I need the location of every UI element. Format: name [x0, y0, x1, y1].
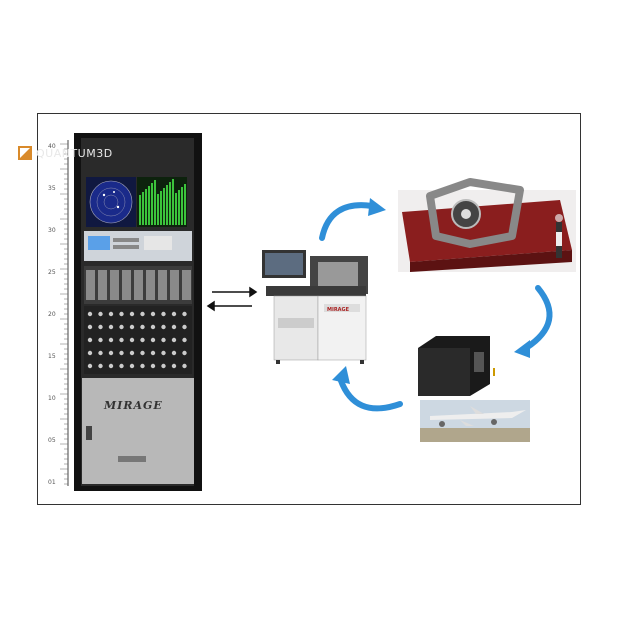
console-mirage-label: MIRAGE — [327, 307, 350, 313]
scale-label: 05 — [48, 437, 56, 444]
scale-label: 30 — [48, 227, 56, 234]
arrow-heads — [332, 198, 530, 384]
scale-label: 01 — [48, 479, 56, 486]
rack-height-scale: 40 35 30 25 20 15 10 05 01 — [48, 140, 69, 486]
quantum3d-logo-icon — [18, 146, 32, 160]
scale-label: 20 — [48, 311, 56, 318]
quantum3d-brand: QUANTUM3D — [36, 147, 113, 160]
scale-label: 15 — [48, 353, 56, 360]
test-chamber — [418, 336, 495, 396]
instrument-panels — [82, 231, 194, 484]
curved-arrow-icon — [319, 202, 553, 412]
double-arrow-icon — [206, 286, 258, 312]
spectrum-display — [137, 177, 187, 227]
motion-table — [398, 178, 576, 272]
radar-display — [86, 177, 136, 227]
simulator-console: MIRAGE — [262, 250, 368, 364]
scale-label: 10 — [48, 395, 56, 402]
aircraft-photo — [420, 400, 530, 442]
scale-label: 40 — [48, 143, 56, 150]
scale-label: 25 — [48, 269, 56, 276]
scale-label: 35 — [48, 185, 56, 192]
mirage-brand: MIRAGE — [104, 399, 163, 412]
